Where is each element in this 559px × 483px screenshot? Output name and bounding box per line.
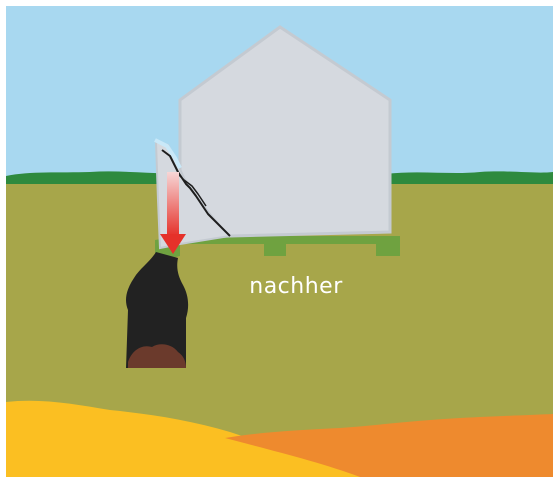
state-label: nachher bbox=[249, 274, 343, 299]
